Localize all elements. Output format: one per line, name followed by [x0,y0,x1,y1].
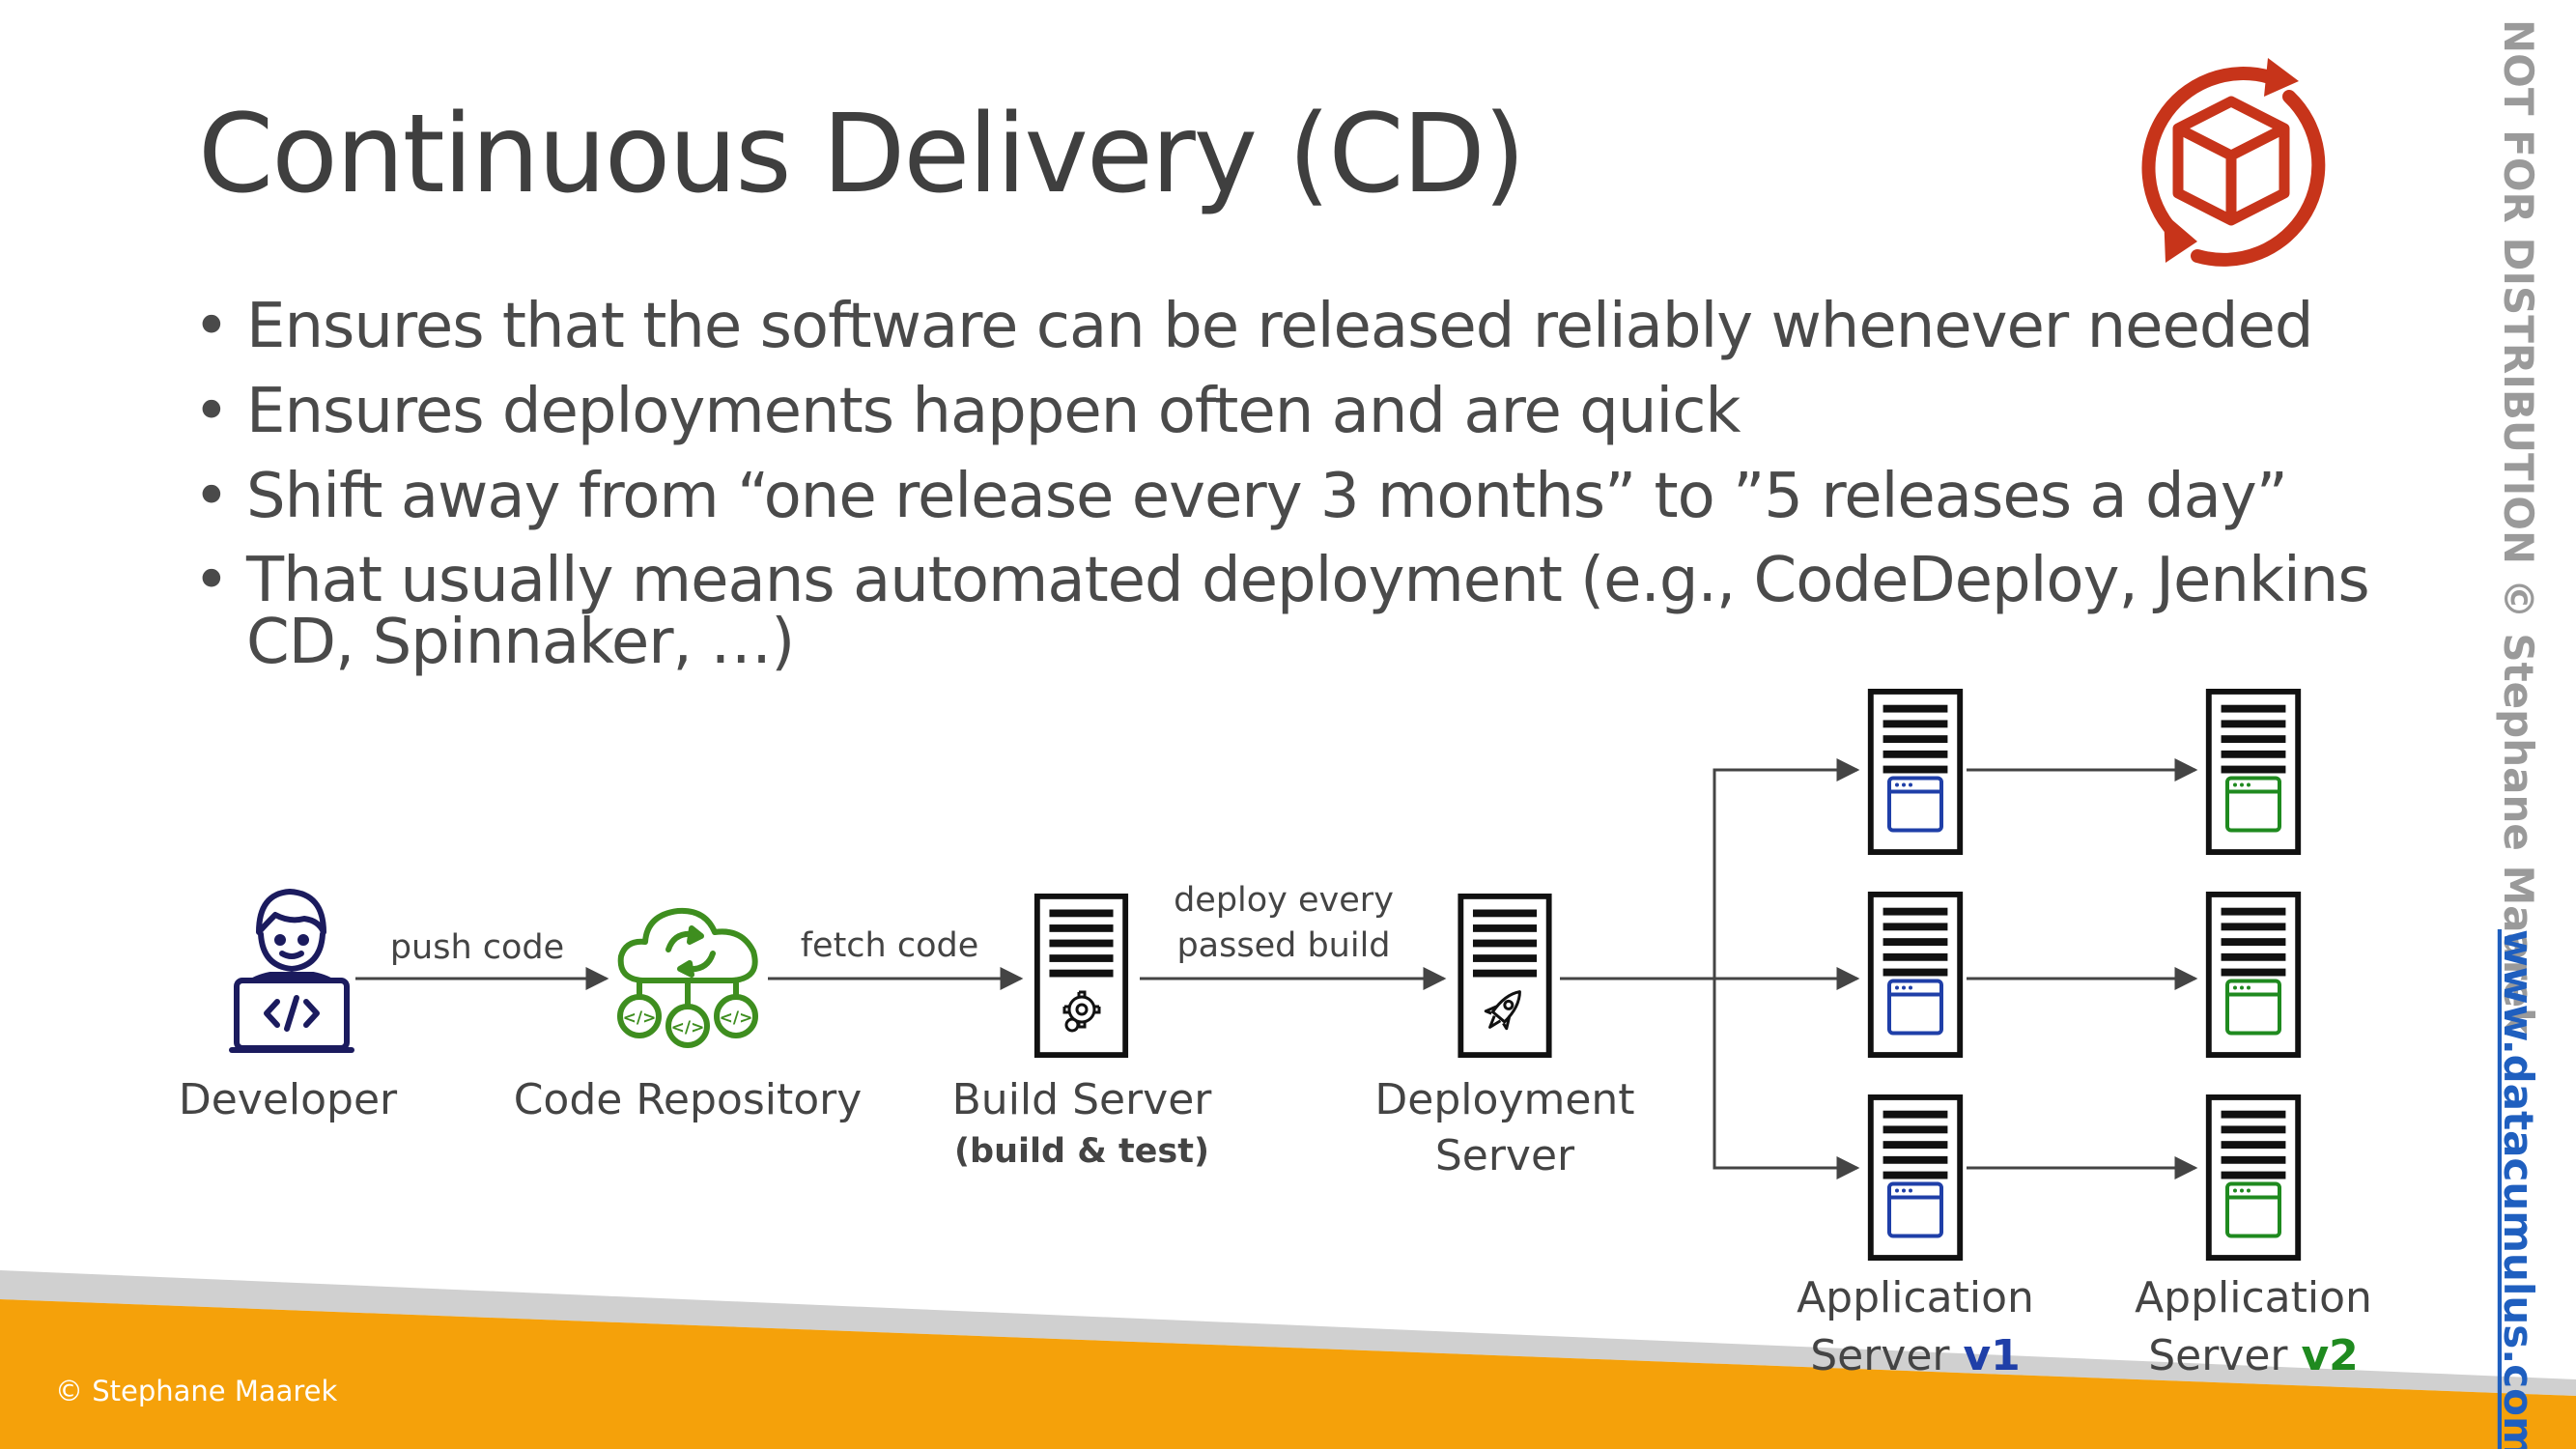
svg-text:</>: </> [671,1018,705,1037]
svg-text:</>: </> [720,1009,753,1028]
bullet-item: Ensures deployments happen often and are… [193,380,2415,443]
node-label-deployment-server-2: Server [1435,1131,1575,1180]
code-brackets-icons: </> </> </> [623,1009,753,1037]
server-rocket-icon [1460,896,1548,1055]
node-label-app-v2-2: Server v2 [2148,1331,2359,1380]
app-server-v1-middle [1871,895,1960,1055]
node-label-build-server-sub: (build & test) [954,1132,1209,1171]
watermark-url[interactable]: www.datacumulus.com [2495,929,2542,1449]
node-label-build-server: Build Server [952,1075,1213,1124]
footer-credit: © Stephane Maarek [55,1375,338,1407]
bullet-item: Shift away from “one release every 3 mon… [193,465,2415,528]
watermark-notice: NOT FOR DISTRIBUTION © Stephane Maarek [2495,19,2542,1036]
slide-title: Continuous Delivery (CD) [198,92,1526,217]
svg-text:</>: </> [623,1009,657,1028]
app-server-v2-middle [2209,895,2298,1055]
watermark: NOT FOR DISTRIBUTION © Stephane Maarek w… [2495,19,2542,1449]
flow-arrows [355,758,2198,1179]
node-label-developer: Developer [179,1075,398,1124]
edge-label-deploy-line1: deploy every [1174,881,1394,920]
app-server-v2-top [2209,692,2298,852]
edge-label-fetch-code: fetch code [801,926,979,965]
node-label-deployment-server-1: Deployment [1374,1075,1634,1124]
developer-laptop-icon [229,889,354,1053]
version-v2: v2 [2302,1331,2359,1380]
cloud-code-repository-icon [617,907,758,1048]
bullet-item: That usually means automated deployment … [193,550,2371,673]
app-server-v2-bottom [2209,1097,2298,1258]
app-server-v1-bottom [1871,1097,1960,1258]
cube-refresh-icon [2141,58,2326,267]
node-label-app-v1-1: Application [1797,1273,2034,1322]
bullet-list: Ensures that the software can be release… [193,295,2415,695]
bullet-item: Ensures that the software can be release… [193,295,2415,358]
node-label-app-v1-2: Server v1 [1810,1331,2021,1380]
node-label-app-v2-1: Application [2135,1273,2372,1322]
edge-label-push-code: push code [390,928,564,967]
version-v1: v1 [1964,1331,2021,1380]
node-label-code-repository: Code Repository [514,1075,863,1124]
edge-label-deploy-line2: passed build [1176,926,1390,965]
server-gear-icon [1037,896,1125,1055]
app-server-v1-top [1871,692,1960,852]
